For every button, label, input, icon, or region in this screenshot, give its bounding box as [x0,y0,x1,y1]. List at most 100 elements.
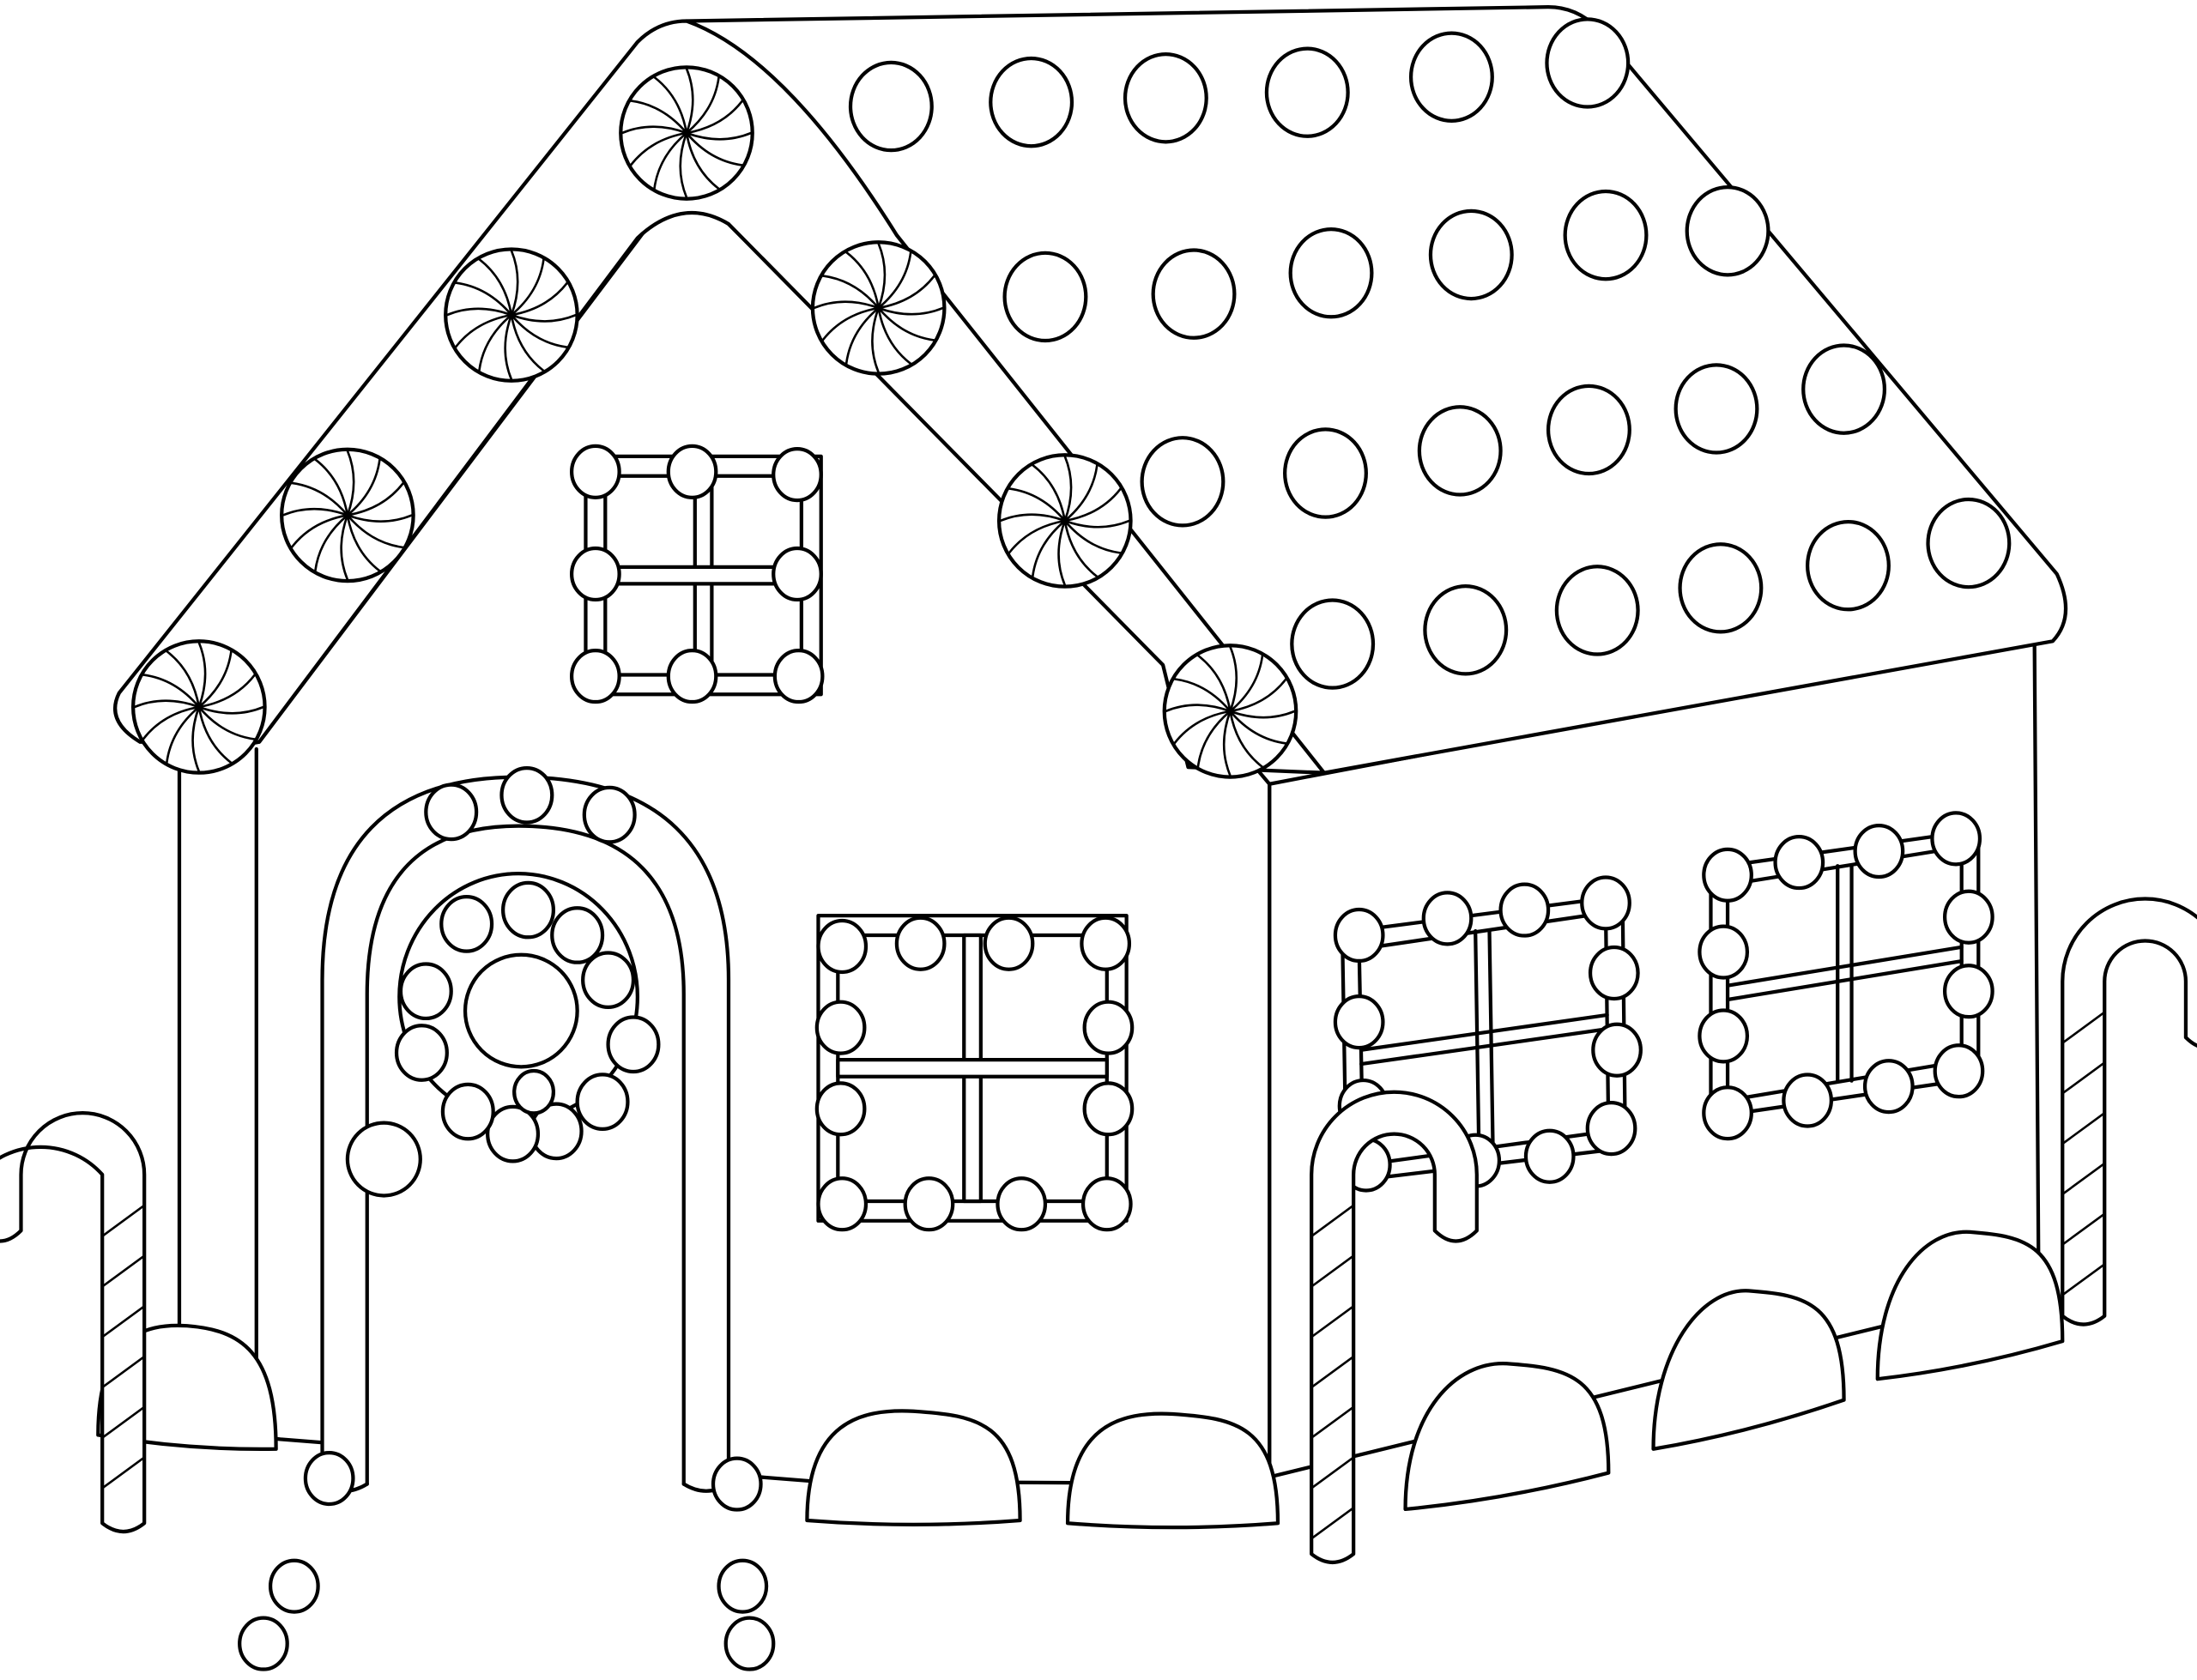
roof-candy-dot [1283,427,1368,519]
window-candy-dot [570,444,621,499]
window-candy-dot [666,649,718,704]
window-candy-dot [983,916,1035,971]
window-candy-dot [814,1000,867,1055]
window-candy-dot [903,1176,955,1232]
path-candy-dot [268,1558,320,1614]
wreath-candy-dot [394,1024,449,1082]
window-candy-dot [1421,891,1474,946]
window-candy-dot [1943,964,1994,1019]
window-candy-dot [1773,835,1825,891]
window-candy-dot [666,444,718,499]
peppermint-candy-icon [130,639,267,775]
window-candy-dot [1333,907,1385,964]
path-candy-dot [238,1616,289,1671]
door-knob [345,1121,422,1198]
arch-candy-dot [582,785,637,844]
peppermint-candy-icon [619,65,754,201]
roof-candy-dot [1428,208,1514,301]
roof-candy-dot [1264,46,1350,138]
path-candy-dot [723,1616,776,1671]
window-candy-dot [1930,811,1982,867]
roof-side-dots [848,17,2012,690]
window-candy-dot [1702,847,1753,903]
wreath-candy-dot [439,895,494,953]
peppermint-candy-icon [280,447,415,583]
front-door [320,765,731,1493]
wreath-candy-dot [440,1082,495,1141]
roof-candy-dot [1140,436,1226,528]
window-candy-dot [570,546,621,602]
window-candy-dot [772,649,825,704]
roof-candy-dot [1123,51,1208,144]
gumdrop-icon [1065,1411,1280,1530]
candy-canes [0,897,2197,1565]
gumdrop-icon [1651,1289,1846,1451]
upper-window [570,444,825,704]
gumdrop-icon [805,1409,1022,1527]
path-candy-dot [303,1450,355,1507]
peppermint-candy-icon [996,453,1133,589]
wreath-candy-dot [501,880,556,940]
window-candy-dot [1943,889,1994,945]
window-candy-dot [816,1176,869,1232]
gumdrop-icon [1403,1362,1611,1512]
side-window-1 [1333,875,1643,1193]
roof-candy-dot [1423,584,1509,676]
roof-candy-dot [848,60,934,153]
roof-candy-dot [1801,343,1887,435]
roof-candy-dot [1546,384,1631,476]
window-candy-dot [1698,924,1750,980]
side-window-2 [1698,811,1994,1141]
roof-candy-dot [1290,598,1376,690]
window-candy-dot [1588,945,1640,1001]
wreath-candy-dot [575,1073,630,1131]
roof-candy-dot [1417,405,1503,497]
path-candy-dot [711,1456,763,1512]
window-candy-dot [1853,823,1905,879]
peppermint-candy-icon [1162,644,1298,779]
window-candy-dot [1933,1043,1985,1099]
roof-candy-dot [1806,519,1891,612]
wreath-candy-dot [398,962,453,1021]
wreath-candy-dot [512,1068,556,1115]
window-candy-dot [1082,1081,1135,1137]
peppermint-candy-icon [444,247,579,383]
roof-candy-dot [989,56,1074,148]
window-candy-dot [1498,882,1551,938]
roof-candy-dot [1288,227,1374,319]
peppermint-candy-icon [810,240,947,376]
roof-candy-dot [1678,542,1764,634]
arch-candy-dot [499,765,554,825]
door-wreath [394,880,661,1163]
window-candy-dot [1580,875,1631,931]
roof-peppermints [130,65,1298,779]
gumdrop-icon [1875,1230,2065,1381]
wreath-candy-dot [486,1104,541,1163]
window-candy-dot [1585,1101,1637,1157]
window-candy-dot [1698,1008,1750,1064]
roof-candy-dot [1545,17,1631,109]
candy-cane-icon [0,1111,147,1534]
window-candy-dot [772,546,823,602]
path-candy-dot [717,1558,769,1614]
window-candy-dot [1080,916,1132,971]
front-window [814,913,1135,1232]
candy-cane-icon [2061,897,2197,1326]
roof-candy-dot [1673,363,1759,455]
roof-candy-dot [1554,565,1640,656]
door-arch-dots [424,765,637,844]
window-candy-dot [1782,1073,1833,1128]
roof-candy-dot [1002,251,1088,343]
wreath-candy-dot [581,951,636,1010]
window-candy-dot [1082,1000,1135,1055]
window-candy-dot [1523,1128,1576,1184]
window-candy-dot [1080,1176,1133,1232]
arch-candy-dot [424,783,479,842]
window-candy-dot [1333,994,1385,1050]
roof-candy-dot [1685,185,1770,277]
roof-candy-dot [1563,189,1649,281]
window-candy-dot [894,916,947,971]
window-candy-dot [996,1176,1048,1232]
window-candy-dot [1591,1022,1643,1078]
